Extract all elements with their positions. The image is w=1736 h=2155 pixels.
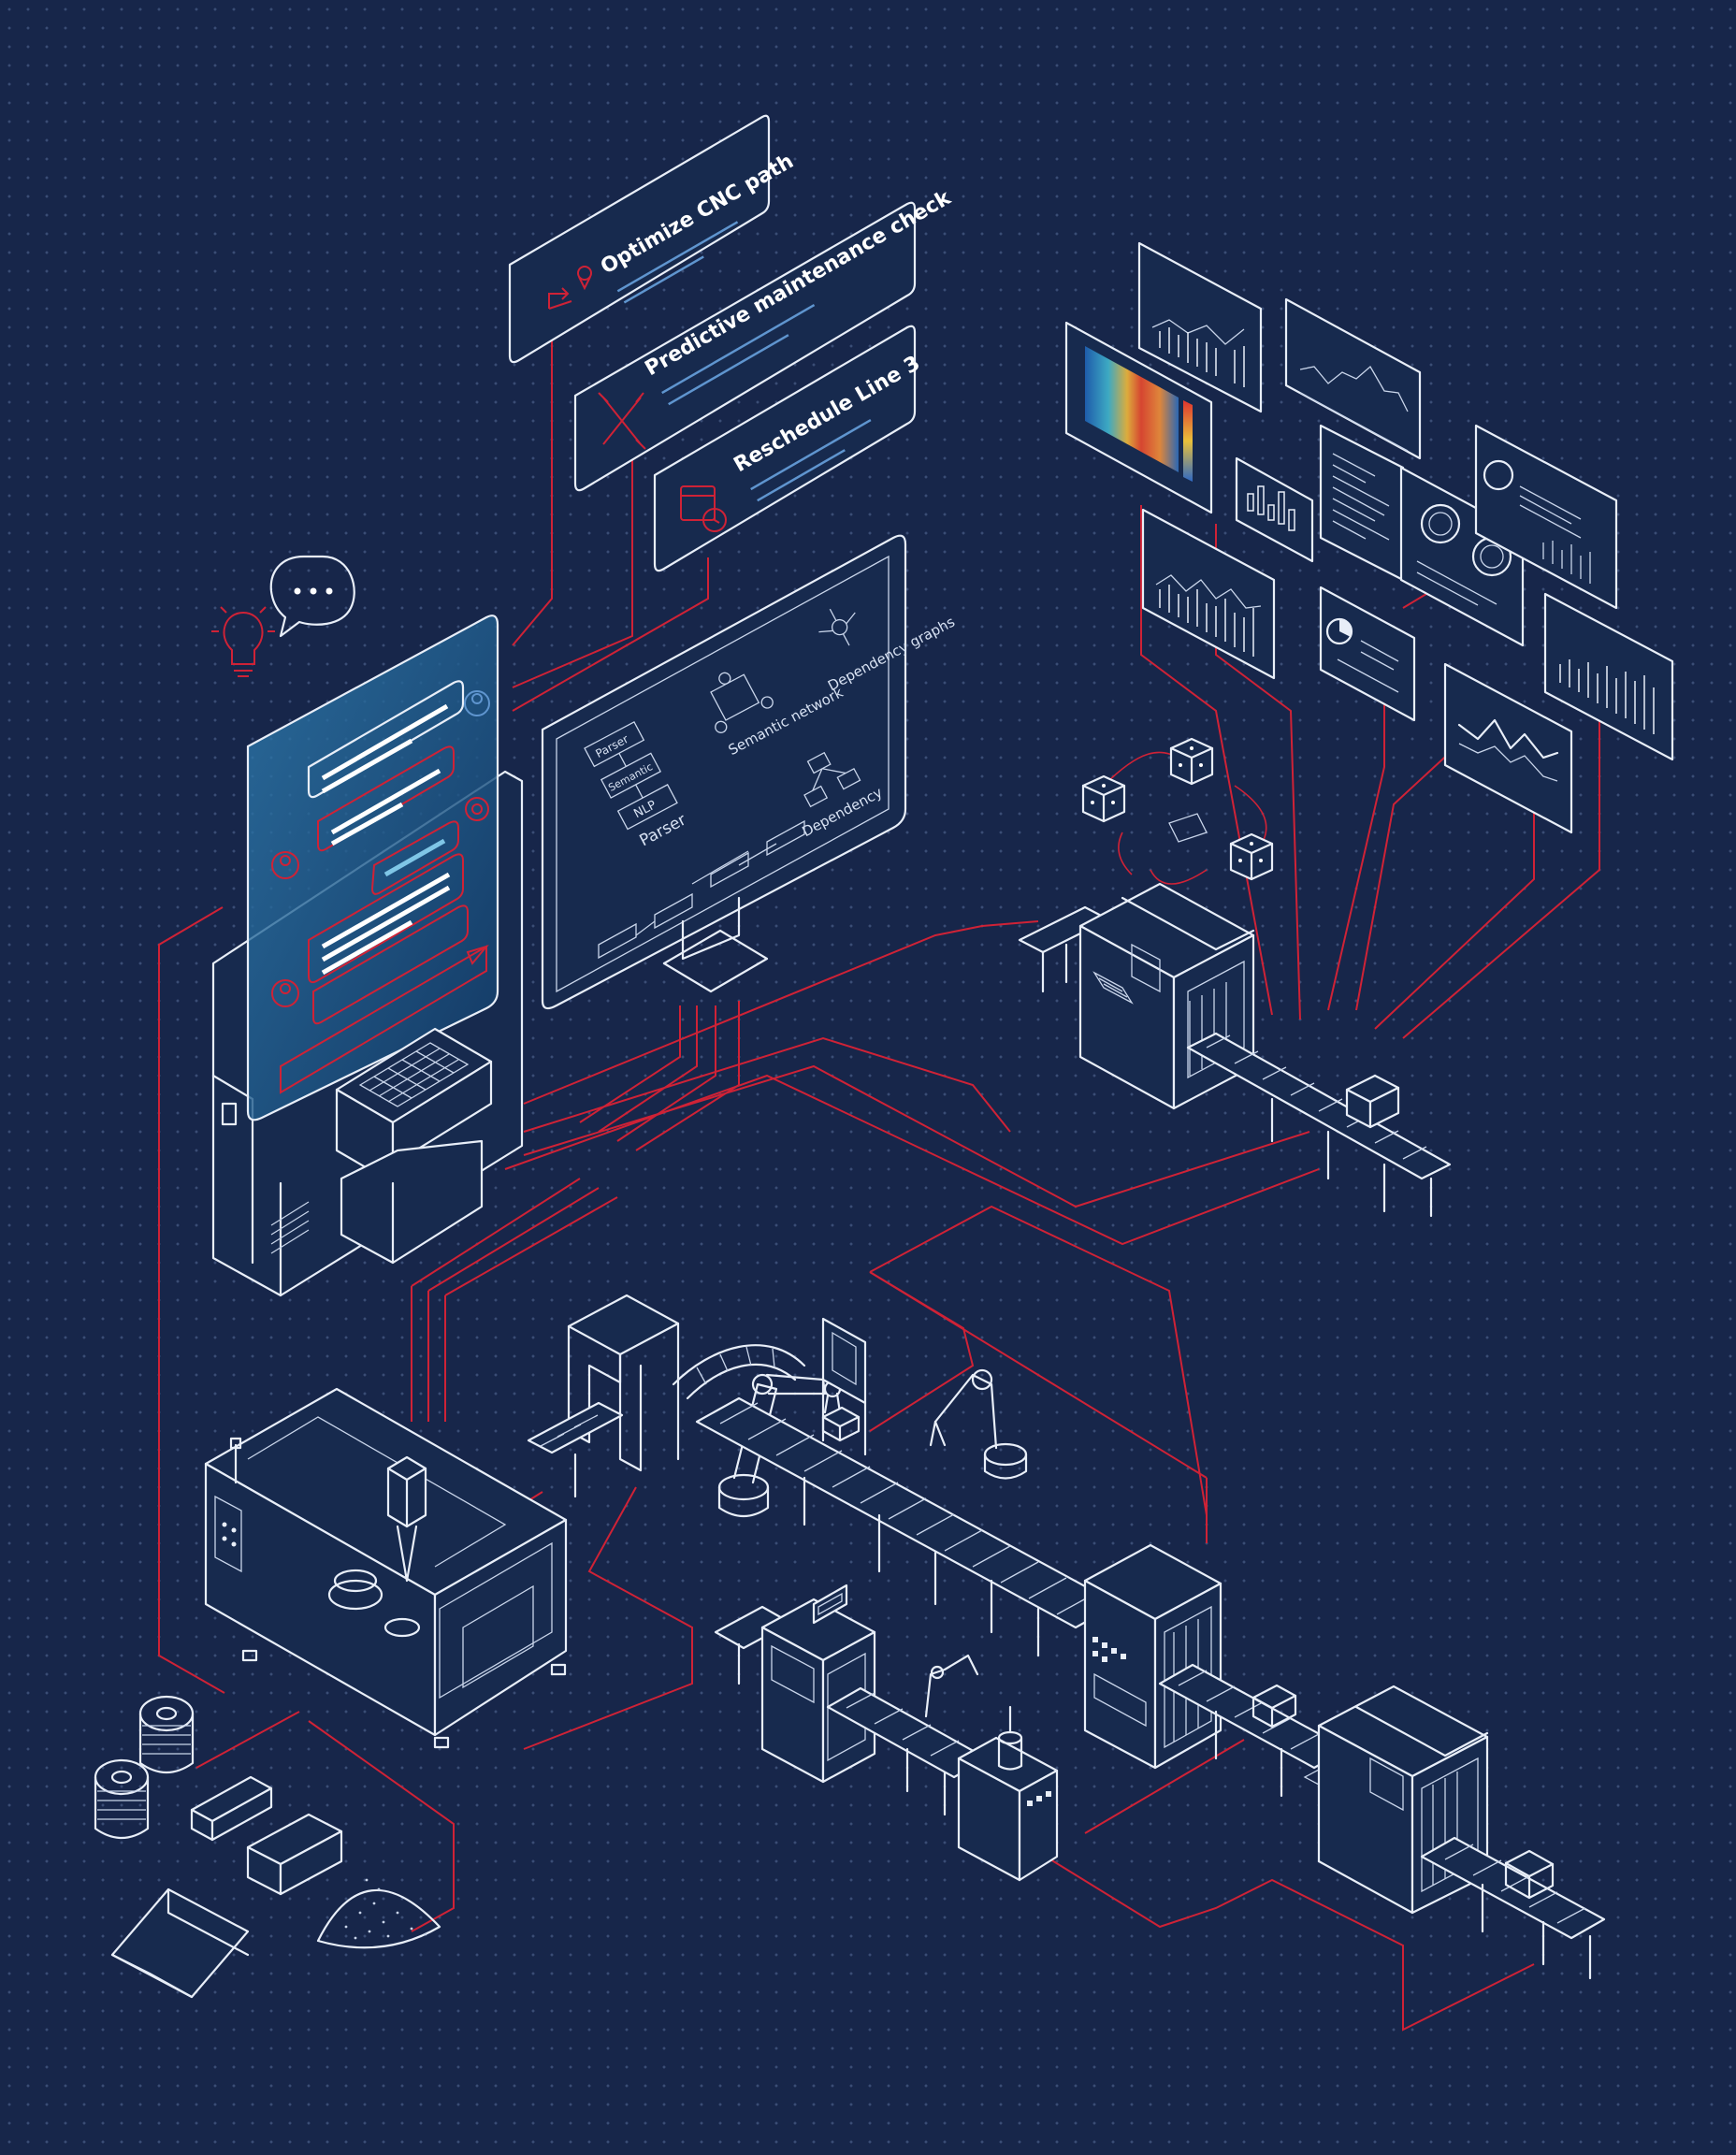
wrench-screwdriver-icon — [598, 392, 646, 450]
assembly-line — [527, 1294, 1606, 1980]
chat-message-2 — [317, 745, 455, 852]
user-icon — [271, 690, 490, 1007]
chat-input-field[interactable] — [312, 904, 469, 1025]
wire-spool-2 — [94, 1758, 150, 1839]
calendar-clock-icon — [680, 485, 727, 532]
speech-bubble-icon — [269, 555, 355, 638]
dashboard-line-chart-1 — [1284, 297, 1422, 460]
dashboard-bar-chart-4 — [1543, 592, 1674, 761]
cube-cluster — [1081, 737, 1274, 881]
dashboard-report — [1319, 424, 1405, 582]
chat-message-4 — [308, 853, 464, 984]
dashboard-pie — [1319, 586, 1416, 722]
route-pin-icon — [548, 266, 592, 310]
send-arrow-icon[interactable] — [466, 945, 489, 965]
chat-screen[interactable] — [246, 615, 499, 1121]
vent-grille — [270, 1201, 310, 1254]
raw-materials — [94, 1695, 441, 1999]
dashboard-bar-chart-2 — [1235, 456, 1314, 563]
cnc-machine — [204, 1387, 568, 1749]
gear-icon — [465, 797, 489, 821]
dashboard-line-chart-2 — [1443, 662, 1573, 834]
lightbulb-icon — [211, 606, 275, 677]
nlp-monitor: Parser Semantic NLP Parser Semantic netw… — [541, 534, 958, 1010]
wire-spool-1 — [138, 1695, 195, 1773]
sheet-metal — [110, 1887, 250, 1999]
flowchart — [598, 819, 805, 960]
chat-message-3 — [370, 820, 459, 895]
powder-pile — [316, 1878, 441, 1949]
dashboard-bar-chart-1 — [1137, 241, 1263, 413]
dashboard-cluster — [1064, 241, 1674, 834]
robot-arm-2 — [929, 1368, 1028, 1480]
inspection-machine-top — [1018, 882, 1452, 1218]
dashboard-heatmap — [1064, 321, 1213, 514]
keyboard-console[interactable] — [335, 1027, 493, 1265]
dashboard-bar-chart-3 — [1141, 508, 1276, 680]
flow-connectors — [158, 251, 1600, 2032]
message-input-bar[interactable] — [280, 945, 487, 1094]
dashboard-donut-summary — [1474, 424, 1618, 610]
chat-terminal — [211, 615, 524, 1297]
keyboard-icon — [358, 1042, 470, 1107]
chat-message-1 — [307, 680, 465, 799]
metal-bars — [190, 1775, 343, 1896]
